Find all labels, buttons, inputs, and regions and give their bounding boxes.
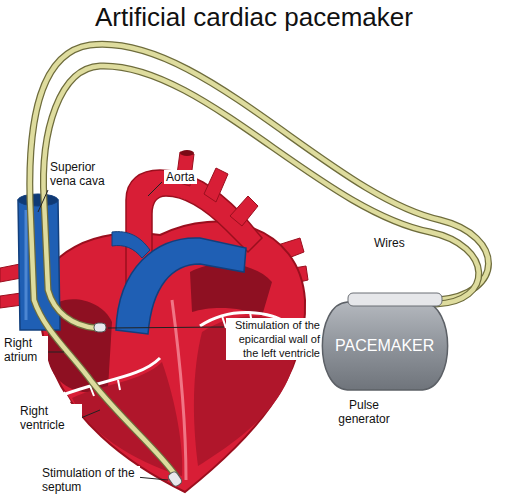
vessel-highlight bbox=[25, 210, 28, 320]
pulse-generator: PACEMAKERPulse generator bbox=[318, 300, 452, 392]
vessel-opening bbox=[18, 194, 58, 206]
part-label: Stimulation of the septum bbox=[40, 466, 140, 494]
diagram-title: Artificial cardiac pacemaker bbox=[95, 2, 413, 32]
device-header bbox=[348, 293, 442, 306]
part-label: Right atrium bbox=[2, 336, 48, 364]
pacemaker-wires bbox=[30, 44, 489, 476]
part-label: Aorta bbox=[164, 170, 197, 184]
electrode-tip bbox=[94, 323, 106, 332]
part-label: Stimulation of the epicardial wall of th… bbox=[226, 318, 322, 360]
aorta-branch bbox=[230, 196, 258, 226]
part-label: Right ventricle bbox=[18, 404, 82, 432]
device-text: PACEMAKER bbox=[335, 336, 434, 356]
pulmonary-artery-branch bbox=[112, 232, 150, 258]
left-atrium-cavity bbox=[190, 264, 272, 316]
electrode-tip bbox=[167, 470, 183, 487]
device-caption: Pulse generator bbox=[328, 398, 400, 426]
vessel-opening bbox=[180, 150, 194, 156]
aorta-branch bbox=[204, 168, 228, 202]
device-body bbox=[322, 302, 447, 390]
wire-label: Wires bbox=[372, 236, 407, 250]
leader-lines bbox=[38, 182, 224, 480]
part-label: Superior vena cava bbox=[48, 160, 118, 188]
